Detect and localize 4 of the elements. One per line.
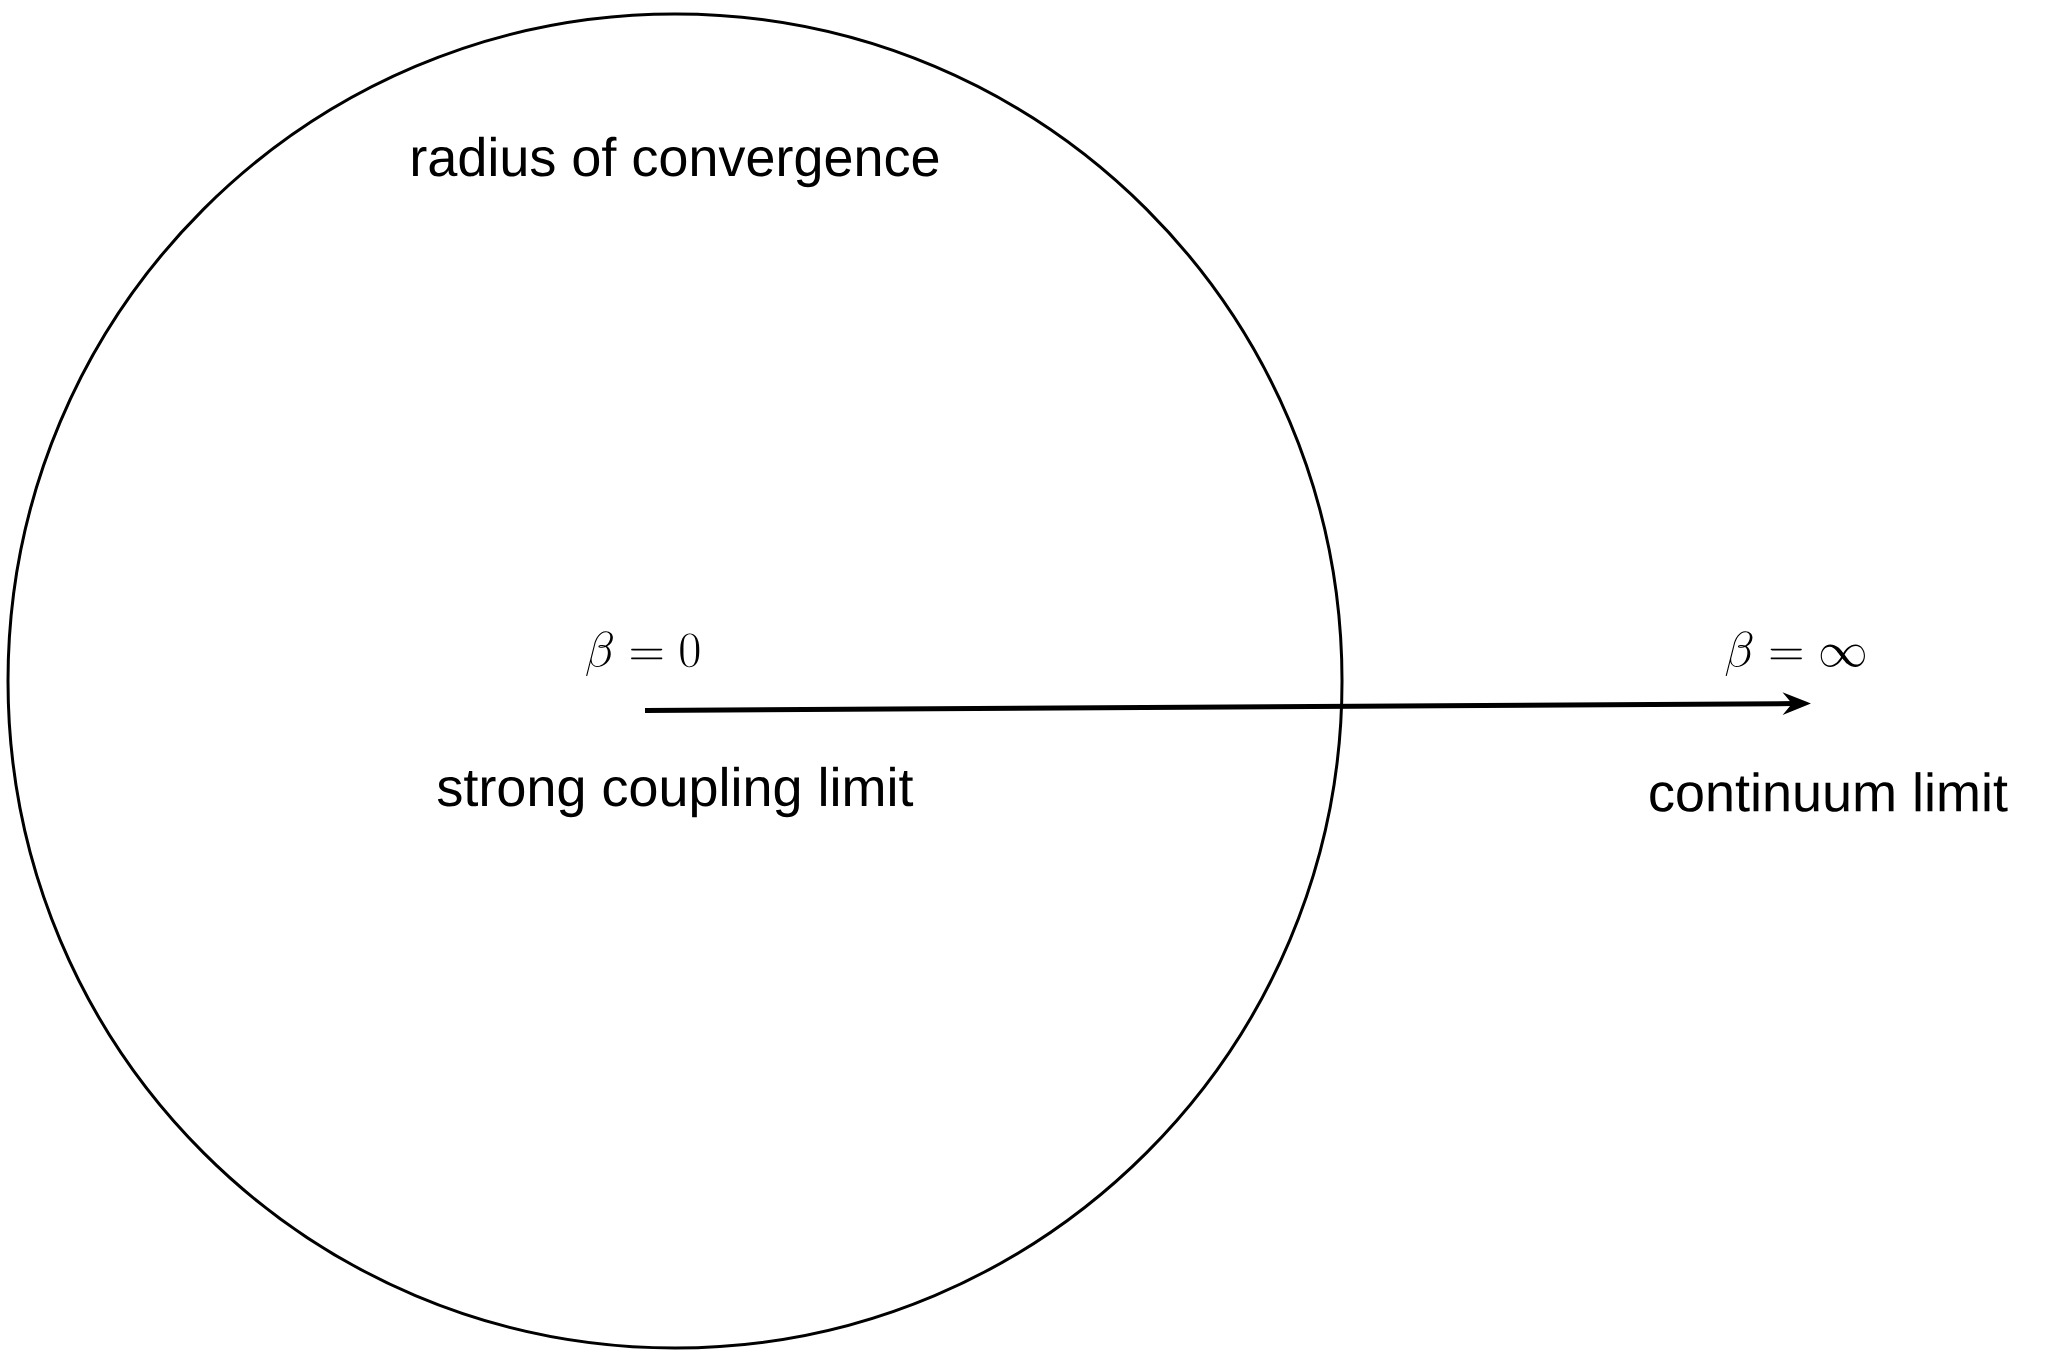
formula-label: $\beta = \infty$ <box>1725 631 1865 677</box>
formula-label: $\beta = 0$ <box>586 631 700 677</box>
node-label: continuum limit <box>1650 772 2008 812</box>
node-label: strong coupling limit <box>437 766 914 818</box>
